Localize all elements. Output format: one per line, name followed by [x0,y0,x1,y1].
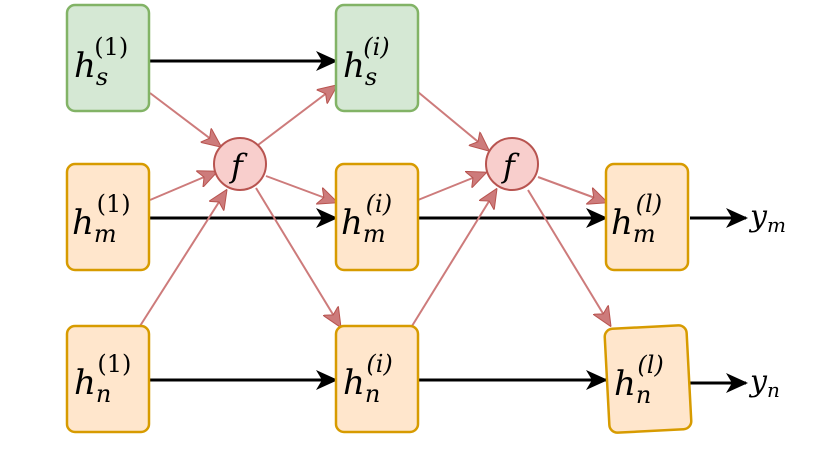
arrow-f1-to-hsi [257,86,336,146]
node-hml-label: hm(l) [611,190,662,248]
node-hs1-label: hs(1) [74,33,128,91]
node-f1-circle [213,137,267,191]
arrow-f1-to-hni [255,187,340,326]
node-hnl-box [603,324,693,434]
node-hsi-label: hs(i) [343,33,390,91]
node-hs1-box [65,3,151,113]
node-hm1-label: hm(1) [72,190,131,248]
node-hmi-label: hm(i) [341,190,392,248]
node-hml-box [604,162,690,272]
node-f2-circle [485,137,539,191]
node-hm1-box [65,162,151,272]
node-hni-box [334,324,420,434]
arrow-f2-to-hnl [527,189,610,325]
output-yn-label: yn [748,364,780,402]
node-hnl-label: hn(l) [614,351,664,409]
arrow-f1-to-hmi [265,175,336,202]
node-hn1-label: hn(1) [74,350,131,408]
node-hn1-box [65,324,151,434]
arrow-hni-to-f2 [411,190,496,327]
arrow-hs1-to-f1 [149,92,220,146]
arrow-hm1-to-f1 [149,172,216,201]
node-hsi-box [334,3,420,113]
node-hni-label: hn(i) [343,350,393,408]
node-hmi-box [334,162,420,272]
arrow-hsi-to-f2 [417,91,488,150]
output-ym-label: ym [748,199,786,237]
arrow-hmi-to-f2 [417,173,485,201]
arrow-hn1-to-f1 [139,191,226,327]
arrow-f2-to-hml [537,176,606,202]
